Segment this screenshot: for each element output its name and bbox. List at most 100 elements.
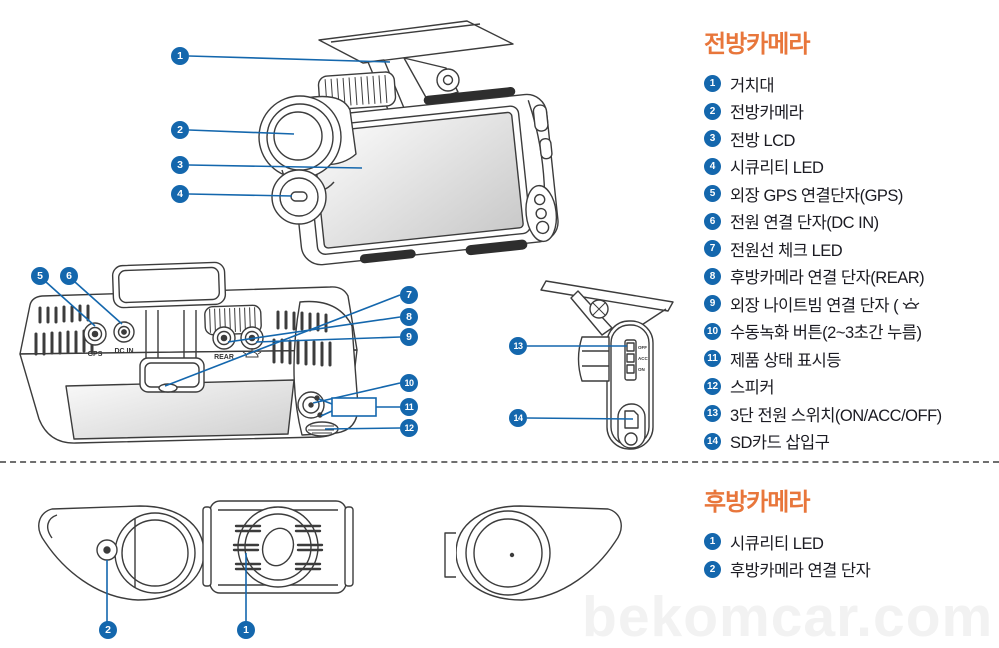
watermark: bekomcar.com [582, 585, 994, 648]
part-label: 전원 연결 단자(DC IN) [730, 214, 879, 233]
front-part-item-8: 8 후방카메라 연결 단자(REAR) [704, 263, 996, 291]
side-view-diagram: OFF ACC ON [526, 280, 674, 450]
callout-14: 14 [509, 409, 527, 427]
camera-body-top-view [19, 261, 359, 444]
dc-in-port-label: DC IN [114, 348, 133, 355]
part-label: 전방 LCD [730, 131, 795, 150]
callout-3: 3 [171, 156, 189, 174]
front-camera-legend: 전방카메라 1 거치대 2 전방카메라 3 전방 LCD 4 시큐리티 LED 5 외장 … [704, 24, 996, 455]
part-number-badge: 8 [704, 267, 721, 285]
part-label: SD카드 삽입구 [730, 434, 830, 453]
callout-8: 8 [400, 308, 418, 326]
front-part-item-1: 1 거치대 [704, 70, 996, 98]
front-part-item-9: 9 외장 나이트빔 연결 단자 ( [704, 290, 996, 318]
callout-2: 2 [171, 121, 189, 139]
part-label: 수동녹화 버튼(2~3초간 누름) [730, 324, 922, 343]
part-number-badge: 3 [704, 130, 721, 148]
part-label: 외장 GPS 연결단자(GPS) [730, 186, 903, 205]
front-part-item-11: 11 제품 상태 표시등 [704, 345, 996, 373]
top-view-diagram: GPS DC IN REAR [19, 261, 401, 444]
section-divider [0, 461, 999, 463]
part-label: 3단 전원 스위치(ON/ACC/OFF) [730, 406, 942, 425]
front-legend-title: 전방카메라 [704, 31, 810, 58]
power-switch [624, 339, 637, 381]
rear-port [212, 326, 236, 350]
callout-13: 13 [509, 337, 527, 355]
part-number-badge: 9 [704, 295, 721, 313]
mount-bracket-top [111, 261, 262, 393]
part-label: 거치대 [730, 76, 775, 95]
callout-4: 4 [171, 185, 189, 203]
switch-on-label: ON [638, 367, 645, 372]
part-label: 후방카메라 연결 단자(REAR) [730, 269, 925, 288]
rear-part-item-2: 2 후방카메라 연결 단자 [704, 556, 996, 584]
leader-lines-front-view [188, 55, 391, 197]
front-part-item-2: 2 전방카메라 [704, 98, 996, 126]
part-number-badge: 4 [704, 157, 721, 175]
callout-6: 6 [60, 267, 78, 285]
front-part-item-6: 6 전원 연결 단자(DC IN) [704, 208, 996, 236]
leader-lines-rear-views [106, 553, 247, 623]
part-number-badge: 1 [704, 75, 721, 93]
callout-5: 5 [31, 267, 49, 285]
part-label: 후방카메라 연결 단자 [730, 562, 871, 581]
rear-part-item-1: 1 시큐리티 LED [704, 528, 996, 556]
rear-camera-legend: 후방카메라 1 시큐리티 LED 2 후방카메라 연결 단자 [704, 482, 996, 583]
nightbeam-icon [902, 297, 920, 309]
status-led-1 [314, 395, 320, 401]
leader-lines-top-view [45, 281, 401, 430]
front-part-item-13: 13 3단 전원 스위치(ON/ACC/OFF) [704, 400, 996, 428]
part-label: 시큐리티 LED [730, 159, 824, 178]
rear-grille-lines [232, 524, 324, 571]
rear-camera-diagram [38, 500, 622, 623]
callout-10: 10 [400, 374, 418, 392]
part-number-badge: 12 [704, 377, 721, 395]
part-number-badge: 13 [704, 405, 721, 423]
rear-camera-left-side-view [38, 505, 216, 601]
callout-rear-1: 1 [237, 621, 255, 639]
part-number-badge: 1 [704, 533, 721, 551]
part-label: 제품 상태 표시등 [730, 351, 841, 370]
part-label: 전방카메라 [730, 104, 804, 123]
part-label: 시큐리티 LED [730, 534, 824, 553]
camera-body-front-view [258, 87, 559, 266]
side-lens-barrel [577, 336, 610, 382]
front-part-item-10: 10 수동녹화 버튼(2~3초간 누름) [704, 318, 996, 346]
part-number-badge: 14 [704, 432, 721, 450]
sd-card-slot [617, 403, 646, 449]
front-part-item-14: 14 SD카드 삽입구 [704, 428, 996, 456]
part-number-badge: 10 [704, 322, 721, 340]
part-label: 스피커 [730, 379, 775, 398]
rear-port-label: REAR [214, 354, 234, 361]
part-number-badge: 7 [704, 240, 721, 258]
switch-acc-label: ACC [638, 356, 648, 361]
gps-port-label: GPS [88, 351, 103, 358]
part-label: 전원선 체크 LED [730, 241, 843, 260]
security-led-button [271, 169, 327, 225]
front-camera-diagram [188, 20, 559, 266]
front-part-item-4: 4 시큐리티 LED [704, 153, 996, 181]
gps-port [83, 322, 107, 346]
front-part-item-5: 5 외장 GPS 연결단자(GPS) [704, 180, 996, 208]
part-number-badge: 6 [704, 212, 721, 230]
callout-rear-2: 2 [99, 621, 117, 639]
part-label: 외장 나이트빔 연결 단자 ( [730, 296, 899, 315]
part-number-badge: 5 [704, 185, 721, 203]
rear-camera-right-side-view [444, 505, 622, 601]
switch-off-label: OFF [638, 345, 647, 350]
rear-legend-title: 후방카메라 [704, 489, 810, 516]
callout-1: 1 [171, 47, 189, 65]
part-number-badge: 2 [704, 560, 721, 578]
callout-12: 12 [400, 419, 418, 437]
callout-9: 9 [400, 328, 418, 346]
part-number-badge: 11 [704, 350, 721, 368]
front-part-item-12: 12 스피커 [704, 373, 996, 401]
camera-body-side-view [540, 280, 674, 450]
dc-in-port [113, 321, 135, 343]
front-parts-list: 1 거치대 2 전방카메라 3 전방 LCD 4 시큐리티 LED 5 외장 GPS 연결… [704, 70, 996, 455]
front-lens [258, 95, 357, 194]
leader-lines-side-view [526, 345, 634, 420]
part-number-badge: 2 [704, 102, 721, 120]
vent-slots [34, 304, 332, 367]
